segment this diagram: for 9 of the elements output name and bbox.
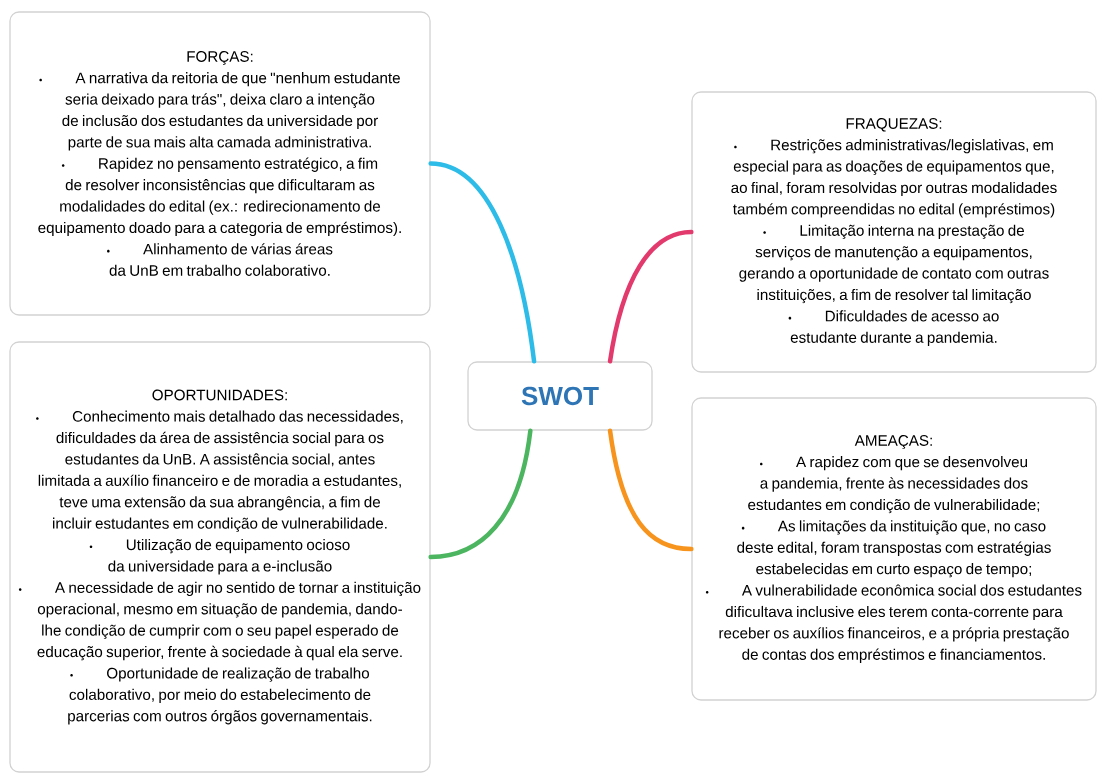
text-card: AMEAÇAS: A rapidez com que se desenvolveu a pandemia, frente às necessidades dos estudantes em condição de vulnerabilidade; As limitações da instituição que, no caso deste edital, foram transpostas com estratégias estabelecidas em curto espaço de tempo; A vulnerabilidade econômica social dos estudantes dificultava inclusive eles terem conta-corrente para receber os auxílios financeiros, e a própria prestação de contas dos empréstimos e financiamentos. [691, 397, 1097, 701]
topic-box: SWOT [467, 361, 653, 431]
text-card: FORÇAS: A narrativa da reitoria de que "nenhum estudante seria deixado para trás", deixa claro a intenção de inclusão dos estudantes da universidade por parte de sua mais alta camada administrativa. Rapidez no pensamento estratégico, a fim de resolver inconsistências que dificultaram as modalidades do edital (ex.: redirecionamento de equipamento doado para a categoria de empréstimos). Alinhamento de várias áreas da UnB em trabalho colaborativo. [9, 11, 431, 316]
text-card: FRAQUEZAS: Restrições administrativas/legislativas, em especial para as doações de equipamentos que, ao final, foram resolvidas por outras modalidades também compreendidas no edital (empréstimos) Limitação interna na prestação de serviços de manutenção a equipamentos, gerando a oportunidade de contato com outras instituições, a fim de resolver tal limitação Dificuldades de acesso ao estudante durante a pandemia. [691, 91, 1097, 373]
connector [607, 229, 694, 364]
connector [428, 161, 537, 364]
connector [428, 428, 533, 560]
connector [607, 428, 694, 552]
text-card: OPORTUNIDADES: Conhecimento mais detalhado das necessidades, dificuldades da área de assistência social para os estudantes da UnB. A assistência social, antes limitada a auxílio financeiro e de moradia a estudantes, teve uma extensão da sua abrangência, a fim de incluir estudantes em condição de vulnerabilidade. Utilização de equipamento ocioso da universidade para a e-inclusão A necessidade de agir no sentido de tornar a instituição operacional, mesmo em situação de pandemia, dando-lhe condição de cumprir com o seu papel esperado de educação superior, frente à sociedade à qual ela serve. Oportunidade de realização de trabalho colaborativo, por meio do estabelecimento de parcerias com outros órgãos governamentais. [9, 341, 431, 773]
